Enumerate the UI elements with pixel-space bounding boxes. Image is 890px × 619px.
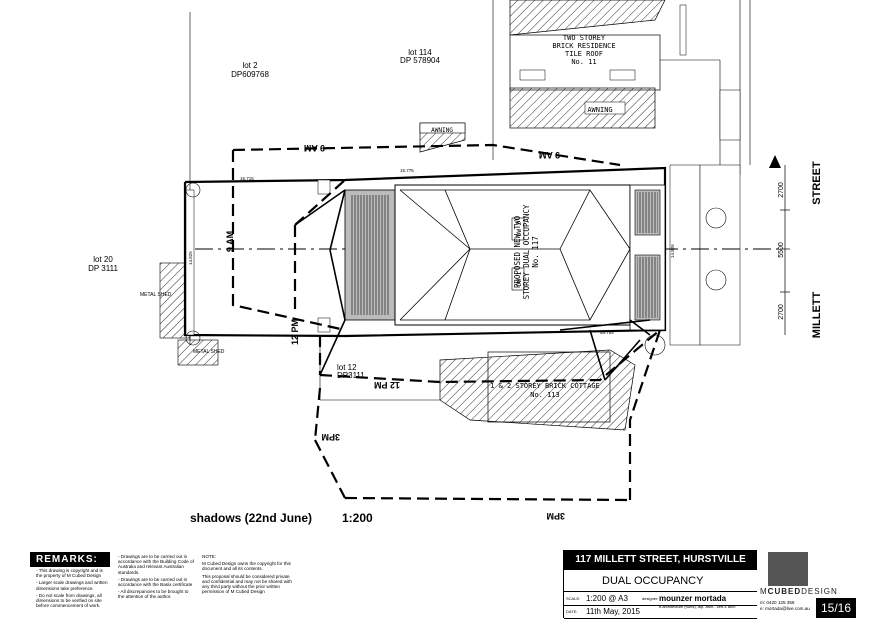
remarks-col2: - Drawings are to be carried out in acco… <box>118 554 194 600</box>
svg-text:15.775: 15.775 <box>400 168 414 173</box>
svg-text:15.715: 15.715 <box>240 176 254 181</box>
street-name-bottom: MILLETT <box>811 292 823 339</box>
label-3pm-bottom: 3PM <box>546 511 565 521</box>
frontage-dimension-line <box>780 165 790 335</box>
remarks-heading: REMARKS: <box>30 552 110 567</box>
lot12-dp-label: DP3111 <box>337 371 365 380</box>
frontage-dimensions: 2700 5500 2700 <box>778 182 785 320</box>
remarks-col1: - This drawing is copyright and is the p… <box>36 568 108 609</box>
lot12-label: lot 12 <box>337 363 357 372</box>
neighbour-house-north <box>509 0 741 165</box>
metal-shed-label-west: METAL SHED <box>140 292 172 298</box>
svg-text:PROPOSED NEW TWO: PROPOSED NEW TWO <box>513 215 522 288</box>
label-9am-rear: 9 AM <box>539 150 560 160</box>
awning-north <box>419 122 466 153</box>
remarks-col3: NOTE: M Cubed Design owns the copyright … <box>202 554 292 595</box>
project-title: 117 MILLETT STREET, HURSTVILLE <box>564 550 757 570</box>
neighbour-house-south <box>439 349 636 431</box>
scale-row: SCALE: 1:200 @ A3 <box>564 593 757 606</box>
label-12pm-left: 12 PM <box>290 319 300 345</box>
dw1-label: DW 1 <box>516 271 523 286</box>
designer-qualifications: b.architecture (hons), dip. arch., cert.… <box>659 604 736 609</box>
company-logo: MCUBEDDESIGN <box>760 587 838 596</box>
svg-text:No. 11: No. 11 <box>571 58 596 66</box>
svg-text:48.765: 48.765 <box>600 330 614 335</box>
shadow-outline <box>231 143 662 502</box>
sheet-number: 15/16 <box>816 598 856 618</box>
boundary-plantings <box>185 164 741 346</box>
designer-label: designer: <box>642 596 659 601</box>
lot-labels: lot 2 DP609768 lot 114 DP 578904 lot 20 … <box>88 48 440 380</box>
proposed-label: PROPOSED NEW TWO STOREY DUAL OCCUPANCY N… <box>513 204 540 299</box>
svg-text:2700: 2700 <box>778 182 785 198</box>
svg-text:BRICK RESIDENCE: BRICK RESIDENCE <box>552 42 615 50</box>
label-12pm-bottom: 12 PM <box>374 380 400 390</box>
shadow-rays <box>294 189 651 381</box>
lot114-dp-label: DP 578904 <box>400 56 440 65</box>
neighbour-north-label: TWO STOREY BRICK RESIDENCE TILE ROOF No.… <box>552 34 615 66</box>
shadow-time-labels: 9 AM 9 AM 9 AM 12 PM 12 PM 3PM 3PM <box>225 143 565 521</box>
lot114-label: lot 114 <box>408 48 432 57</box>
contact-details: m: 0420 125 356 e: mortada@live.com.au <box>760 600 810 611</box>
lot2-dp-label: DP609768 <box>231 70 269 79</box>
label-9am-top: 9 AM <box>304 143 325 153</box>
svg-text:No. 117: No. 117 <box>531 236 540 268</box>
street-trees <box>185 182 727 356</box>
svg-text:14.826: 14.826 <box>670 244 675 258</box>
svg-text:2700: 2700 <box>778 304 785 320</box>
site-plan-drawing: lot 2 DP609768 lot 114 DP 578904 lot 20 … <box>88 0 823 521</box>
svg-text:14.825: 14.825 <box>188 251 193 265</box>
svg-text:STOREY DUAL OCCUPANCY: STOREY DUAL OCCUPANCY <box>522 204 531 299</box>
label-9am-left: 9 AM <box>225 231 235 252</box>
lot2-label: lot 2 <box>242 61 258 70</box>
svg-text:TILE ROOF: TILE ROOF <box>565 50 603 58</box>
dw2-label: DW 2 <box>516 221 523 236</box>
label-3pm-left: 3PM <box>321 432 340 442</box>
proposed-building <box>344 184 666 331</box>
boundary-dimensions: 15.715 15.775 48.765 14.825 14.826 <box>188 168 675 335</box>
awning-label: AWNING <box>431 127 453 134</box>
awning-north-label: AWNING <box>587 106 612 114</box>
street-name-top: STREET <box>811 161 823 205</box>
lot20-label: lot 20 <box>93 255 113 264</box>
title-block: 117 MILLETT STREET, HURSTVILLE DUAL OCCU… <box>563 550 757 619</box>
tree-symbol-icon <box>769 155 781 168</box>
logo-mark <box>768 552 808 586</box>
neighbour-south-label: 1 & 2 STOREY BRICK COTTAGE <box>490 382 600 390</box>
drawing-caption: shadows (22nd June) <box>190 511 313 525</box>
svg-text:5500: 5500 <box>778 242 785 258</box>
neighbour-south-number: No. 113 <box>530 391 560 399</box>
lot-boundaries <box>189 0 751 401</box>
svg-text:TWO STOREY: TWO STOREY <box>563 34 606 42</box>
metal-shed-label-south: METAL SHED <box>193 349 225 355</box>
lot20-dp-label: DP 3111 <box>88 264 118 273</box>
drawing-title: DUAL OCCUPANCY <box>564 570 757 592</box>
designer-name: mounzer mortada <box>659 594 727 603</box>
drawing-scale: 1:200 <box>342 511 373 525</box>
